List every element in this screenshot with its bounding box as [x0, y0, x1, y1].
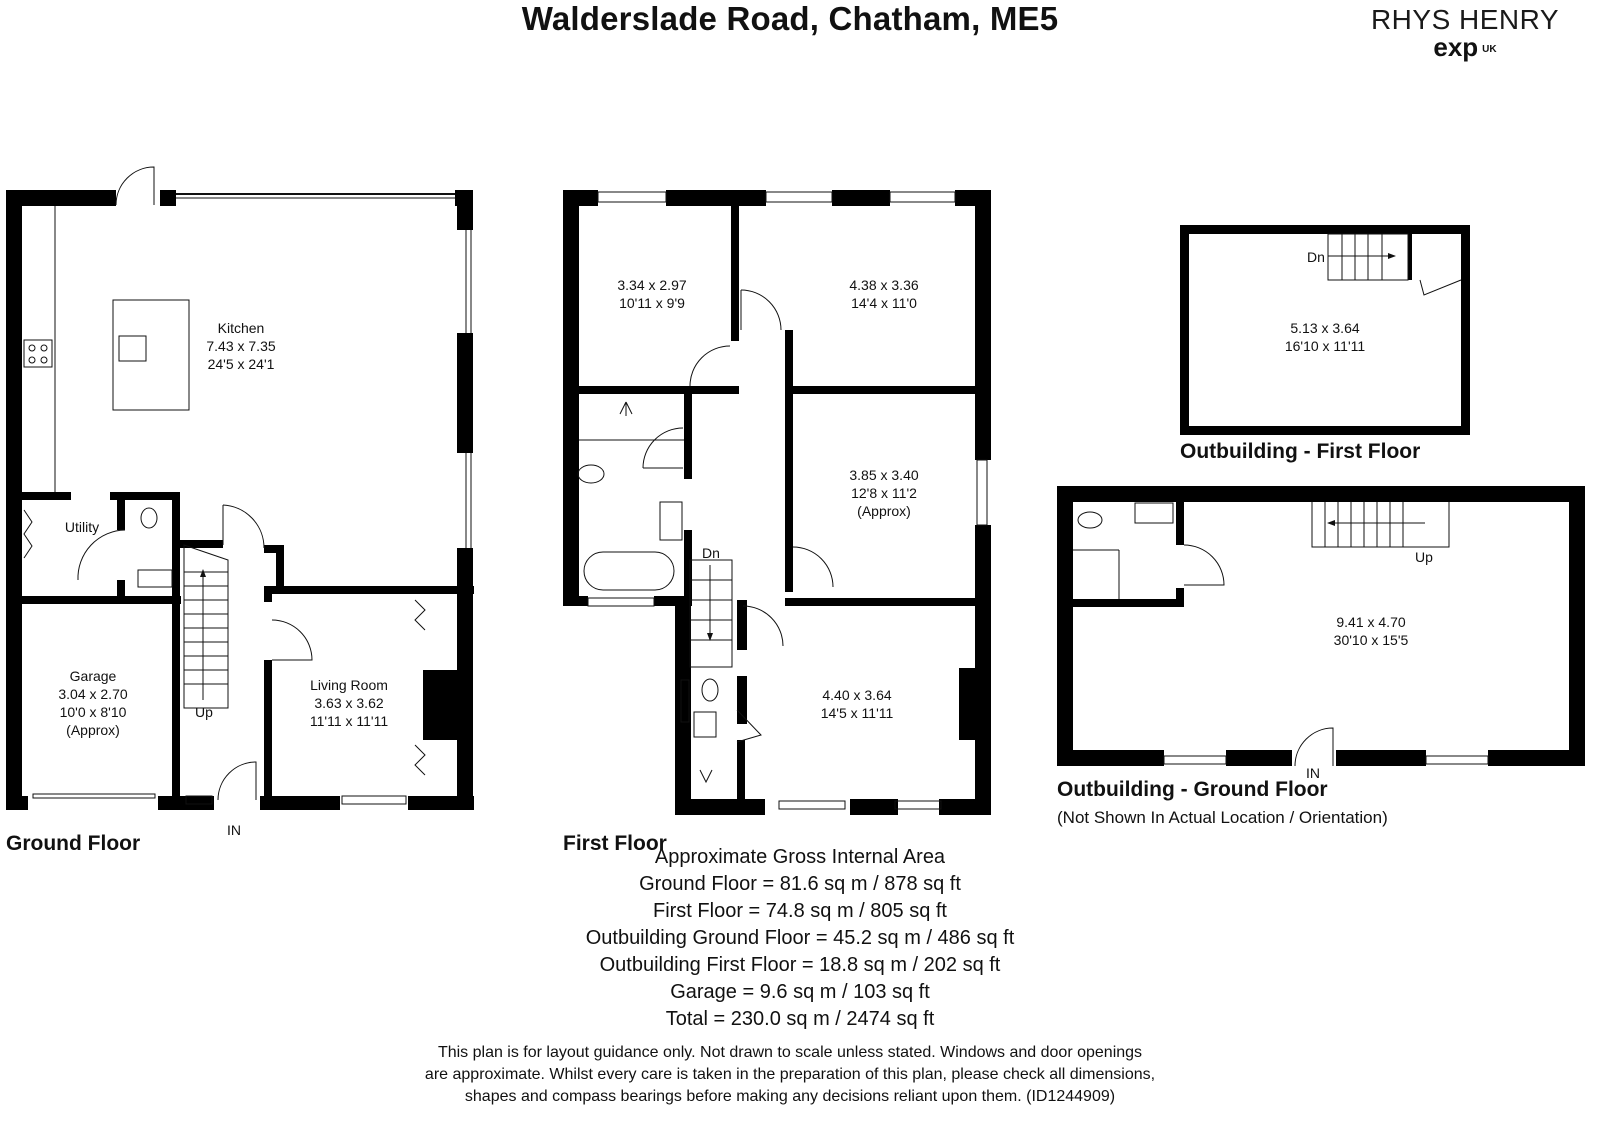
outbuilding-first-floor-fixtures — [1327, 233, 1462, 296]
stairs-down-label: Dn — [702, 545, 720, 561]
living-room-name: Living Room — [310, 677, 388, 693]
disclaimer: This plan is for layout guidance only. N… — [320, 1042, 1260, 1108]
utility-name: Utility — [65, 519, 99, 535]
bedroom-a-imperial: 10'11 x 9'9 — [619, 295, 685, 311]
area-line-first-floor: First Floor = 74.8 sq m / 805 sq ft — [652, 900, 947, 922]
area-line-outbuilding-first: Outbuilding First Floor = 18.8 sq m / 20… — [599, 954, 1001, 976]
outbuilding-first-floor-labels: 5.13 x 3.64 16'10 x 11'11 Dn — [1285, 249, 1366, 354]
ground-floor-plan — [6, 190, 474, 810]
outbuilding-stairs-down-label: Dn — [1307, 249, 1325, 265]
garage-imperial: 10'0 x 8'10 — [60, 704, 127, 720]
first-floor-labels: 3.34 x 2.97 10'11 x 9'9 4.38 x 3.36 14'4… — [617, 277, 918, 721]
garage-name: Garage — [70, 668, 117, 684]
bedroom-d-imperial: 14'5 x 11'11 — [821, 705, 894, 721]
ground-floor-fixtures — [23, 166, 472, 805]
outbuilding-first-floor-plan — [1180, 225, 1470, 435]
area-line-garage: Garage = 9.6 sq m / 103 sq ft — [670, 981, 930, 1003]
ground-floor-label: Ground Floor — [6, 832, 141, 855]
bedroom-c-metric: 3.85 x 3.40 — [849, 467, 918, 483]
kitchen-imperial: 24'5 x 24'1 — [208, 356, 275, 372]
outbuilding-ground-floor-label: Outbuilding - Ground Floor — [1057, 778, 1328, 801]
area-line-outbuilding-ground: Outbuilding Ground Floor = 45.2 sq m / 4… — [585, 927, 1015, 949]
area-line-total: Total = 230.0 sq m / 2474 sq ft — [665, 1008, 935, 1030]
outbuilding-entrance-label: IN — [1306, 765, 1320, 781]
first-floor-label: First Floor — [563, 832, 667, 855]
bedroom-b-metric: 4.38 x 3.36 — [849, 277, 918, 293]
outbuilding-first-floor-label: Outbuilding - First Floor — [1180, 440, 1421, 463]
bedroom-b-imperial: 14'4 x 11'0 — [851, 295, 917, 311]
outbuilding-ground-floor-labels: 9.41 x 4.70 30'10 x 15'5 Up IN — [1306, 549, 1433, 781]
ground-floor-labels: Kitchen 7.43 x 7.35 24'5 x 24'1 Utility … — [58, 320, 388, 838]
outbuilding-stairs-up-label: Up — [1415, 549, 1433, 565]
bedroom-d-metric: 4.40 x 3.64 — [822, 687, 891, 703]
outbuilding-upper-imperial: 16'10 x 11'11 — [1285, 338, 1366, 354]
bedroom-c-note: (Approx) — [857, 503, 911, 519]
bedroom-c-imperial: 12'8 x 11'2 — [851, 485, 917, 501]
first-floor-fixtures — [577, 191, 988, 810]
outbuilding-upper-metric: 5.13 x 3.64 — [1290, 320, 1359, 336]
disclaimer-line: This plan is for layout guidance only. N… — [437, 1044, 1143, 1061]
kitchen-name: Kitchen — [218, 320, 265, 336]
area-line-ground-floor: Ground Floor = 81.6 sq m / 878 sq ft — [639, 873, 961, 895]
outbuilding-ground-floor-plan — [1057, 486, 1585, 766]
garage-note: (Approx) — [66, 722, 120, 738]
page-title: Walderslade Road, Chatham, ME5 — [521, 0, 1059, 37]
entrance-label: IN — [227, 822, 241, 838]
disclaimer-line: shapes and compass bearings before makin… — [464, 1088, 1116, 1105]
outbuilding-lower-imperial: 30'10 x 15'5 — [1334, 632, 1409, 648]
gross-internal-area: Approximate Gross Internal Area Ground F… — [480, 844, 1120, 1033]
outbuilding-ground-floor-fixtures — [1073, 502, 1489, 767]
brand-name: RHYS HENRY — [1370, 4, 1560, 35]
disclaimer-line: are approximate. Whilst every care is ta… — [424, 1066, 1156, 1083]
first-floor-plan — [563, 190, 991, 815]
outbuilding-location-note: (Not Shown In Actual Location / Orientat… — [1057, 808, 1388, 827]
living-room-imperial: 11'11 x 11'11 — [310, 713, 388, 729]
garage-metric: 3.04 x 2.70 — [58, 686, 127, 702]
stairs-up-label: Up — [195, 704, 213, 720]
kitchen-metric: 7.43 x 7.35 — [206, 338, 275, 354]
outbuilding-lower-metric: 9.41 x 4.70 — [1336, 614, 1405, 630]
bedroom-a-metric: 3.34 x 2.97 — [617, 277, 686, 293]
living-room-metric: 3.63 x 3.62 — [314, 695, 383, 711]
area-heading: Approximate Gross Internal Area — [654, 846, 946, 868]
